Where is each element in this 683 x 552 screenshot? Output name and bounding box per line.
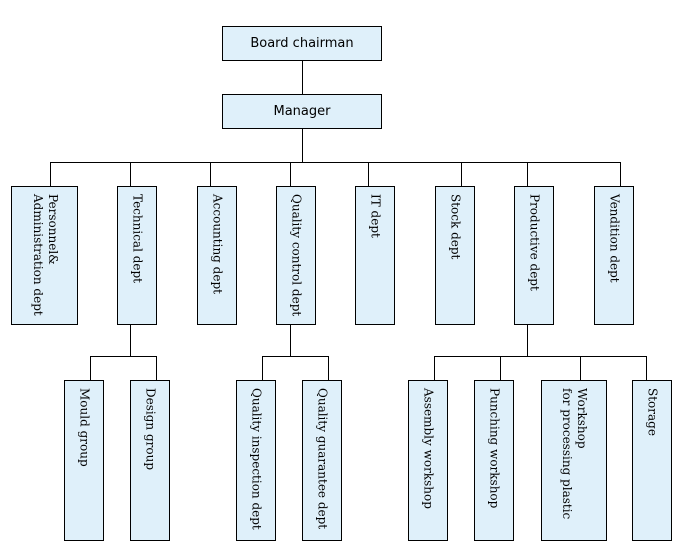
connector-productive-bus — [527, 324, 528, 357]
group-inspection-label: Quality inspection dept — [249, 388, 264, 530]
dept-quality-control-box: Quality control dept — [276, 186, 316, 325]
drop-productive — [527, 162, 528, 186]
connector-dept-bus — [50, 162, 621, 163]
connector-chairman-manager — [302, 60, 303, 95]
group-inspection-box: Quality inspection dept — [236, 380, 276, 541]
drop-accounting — [210, 162, 211, 186]
group-design-label: Design group — [143, 388, 158, 470]
dept-vendition-label: Vendition dept — [607, 194, 622, 283]
dept-it-box: IT dept — [355, 186, 395, 325]
drop-technical — [130, 162, 131, 186]
connector-technical-bus — [130, 324, 131, 357]
dept-stock-box: Stock dept — [435, 186, 475, 325]
group-design-box: Design group — [130, 380, 170, 541]
dept-productive-label: Productive dept — [527, 194, 542, 291]
dept-accounting-box: Accounting dept — [197, 186, 237, 325]
drop-it — [368, 162, 369, 186]
connector-manager-bus — [302, 128, 303, 163]
drop-mould — [90, 356, 91, 381]
group-mould-label: Mould group — [77, 388, 92, 467]
drop-stock — [461, 162, 462, 186]
dept-personnel-box: Personnel& Administration dept — [11, 186, 78, 325]
technical-group-bus — [90, 356, 157, 357]
board-chairman-box: Board chairman — [222, 26, 382, 61]
unit-plastic-box: Workshop for processing plastic — [541, 380, 607, 541]
dept-productive-box: Productive dept — [514, 186, 554, 325]
drop-plastic — [580, 356, 581, 381]
dept-quality-control-label: Quality control dept — [289, 194, 304, 317]
manager-box: Manager — [222, 94, 382, 129]
dept-vendition-box: Vendition dept — [594, 186, 634, 325]
productive-unit-bus — [434, 356, 647, 357]
drop-quality-control — [290, 162, 291, 186]
connector-quality-bus — [290, 324, 291, 357]
group-guarantee-box: Quality guarantee dept — [302, 380, 342, 541]
group-mould-box: Mould group — [64, 380, 104, 541]
unit-assembly-box: Assembly workshop — [408, 380, 448, 541]
unit-punching-label: Punching workshop — [487, 388, 502, 509]
unit-assembly-label: Assembly workshop — [421, 388, 436, 509]
dept-technical-label: Technical dept — [130, 194, 145, 284]
unit-plastic-label: Workshop for processing plastic — [560, 388, 589, 520]
drop-guarantee — [328, 356, 329, 381]
dept-stock-label: Stock dept — [448, 194, 463, 260]
group-guarantee-label: Quality guarantee dept — [315, 388, 330, 530]
drop-design — [156, 356, 157, 381]
unit-storage-box: Storage — [632, 380, 672, 541]
quality-group-bus — [262, 356, 329, 357]
drop-punching — [500, 356, 501, 381]
unit-punching-box: Punching workshop — [474, 380, 514, 541]
drop-storage — [646, 356, 647, 381]
drop-vendition — [620, 162, 621, 186]
drop-inspection — [262, 356, 263, 381]
drop-assembly — [434, 356, 435, 381]
unit-storage-label: Storage — [645, 388, 660, 436]
dept-it-label: IT dept — [368, 194, 383, 238]
manager-label: Manager — [273, 104, 331, 119]
dept-accounting-label: Accounting dept — [210, 194, 225, 294]
board-chairman-label: Board chairman — [250, 36, 354, 51]
dept-technical-box: Technical dept — [117, 186, 157, 325]
drop-personnel — [50, 162, 51, 186]
dept-personnel-label: Personnel& Administration dept — [30, 194, 60, 316]
